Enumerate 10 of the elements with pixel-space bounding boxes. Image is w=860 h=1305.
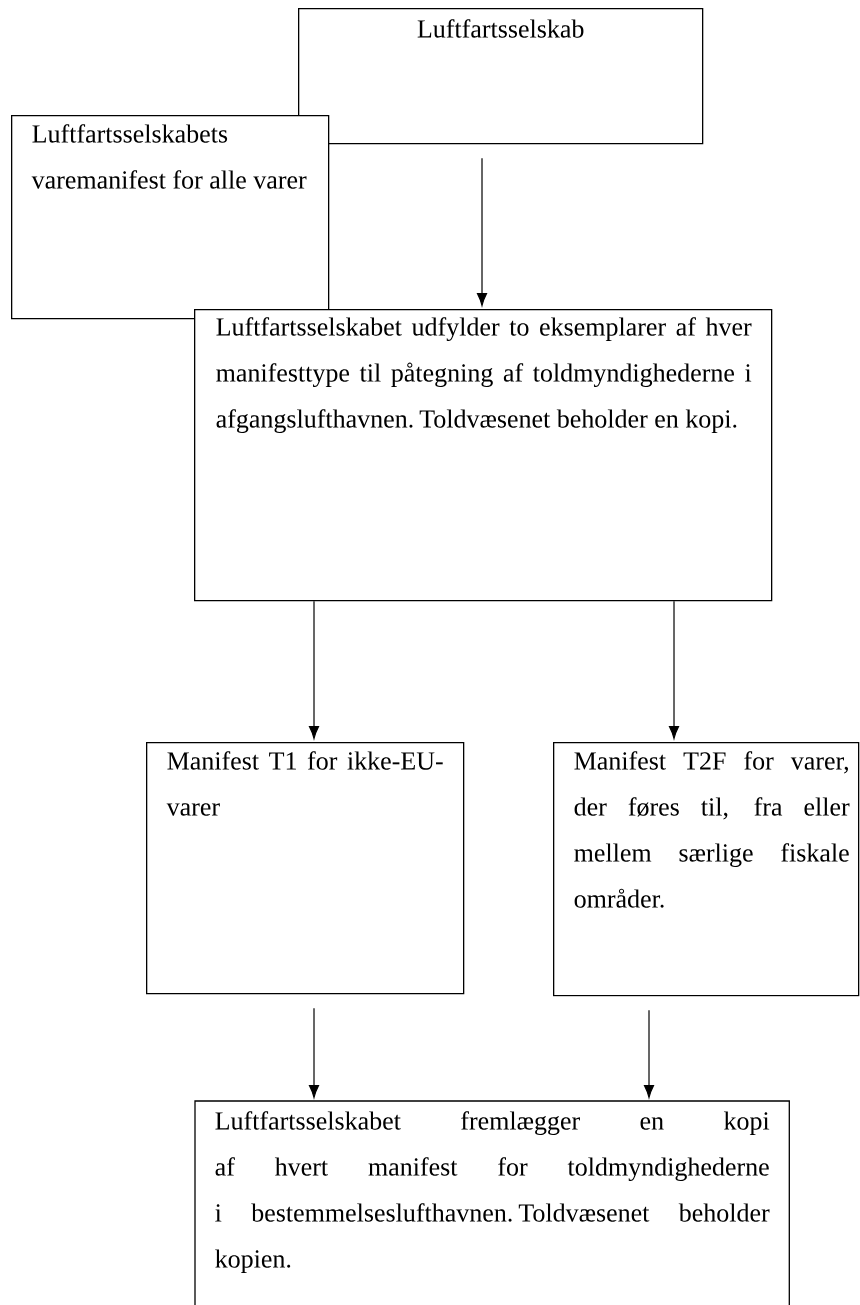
arrow — [308, 1007, 320, 1099]
text-box: Luftfartsselskabet udfylder to eksemplarer af hver manifesttype til påtegning af toldmyndighederne i afgangslufthavnen. Toldvæsenet beholder en kopi. — [194, 309, 773, 602]
text-box: Luftfartsselskabet fremlægger en kopi af hvert manifest for toldmyndighederne i bestemmelseslufthavnen. Toldvæsenet beholder kopien. — [194, 1100, 790, 1305]
arrow — [668, 600, 680, 740]
arrow — [308, 600, 320, 740]
arrow — [643, 1009, 655, 1099]
text-box: Manifest T1 for ikke-EU-varer — [146, 742, 465, 995]
text-box: Luftfartsselskab — [298, 8, 704, 145]
text-box: Manifest T2F for varer, der føres til, fra eller mellem særlige fiskale områder. — [553, 742, 860, 997]
arrow — [476, 157, 488, 307]
